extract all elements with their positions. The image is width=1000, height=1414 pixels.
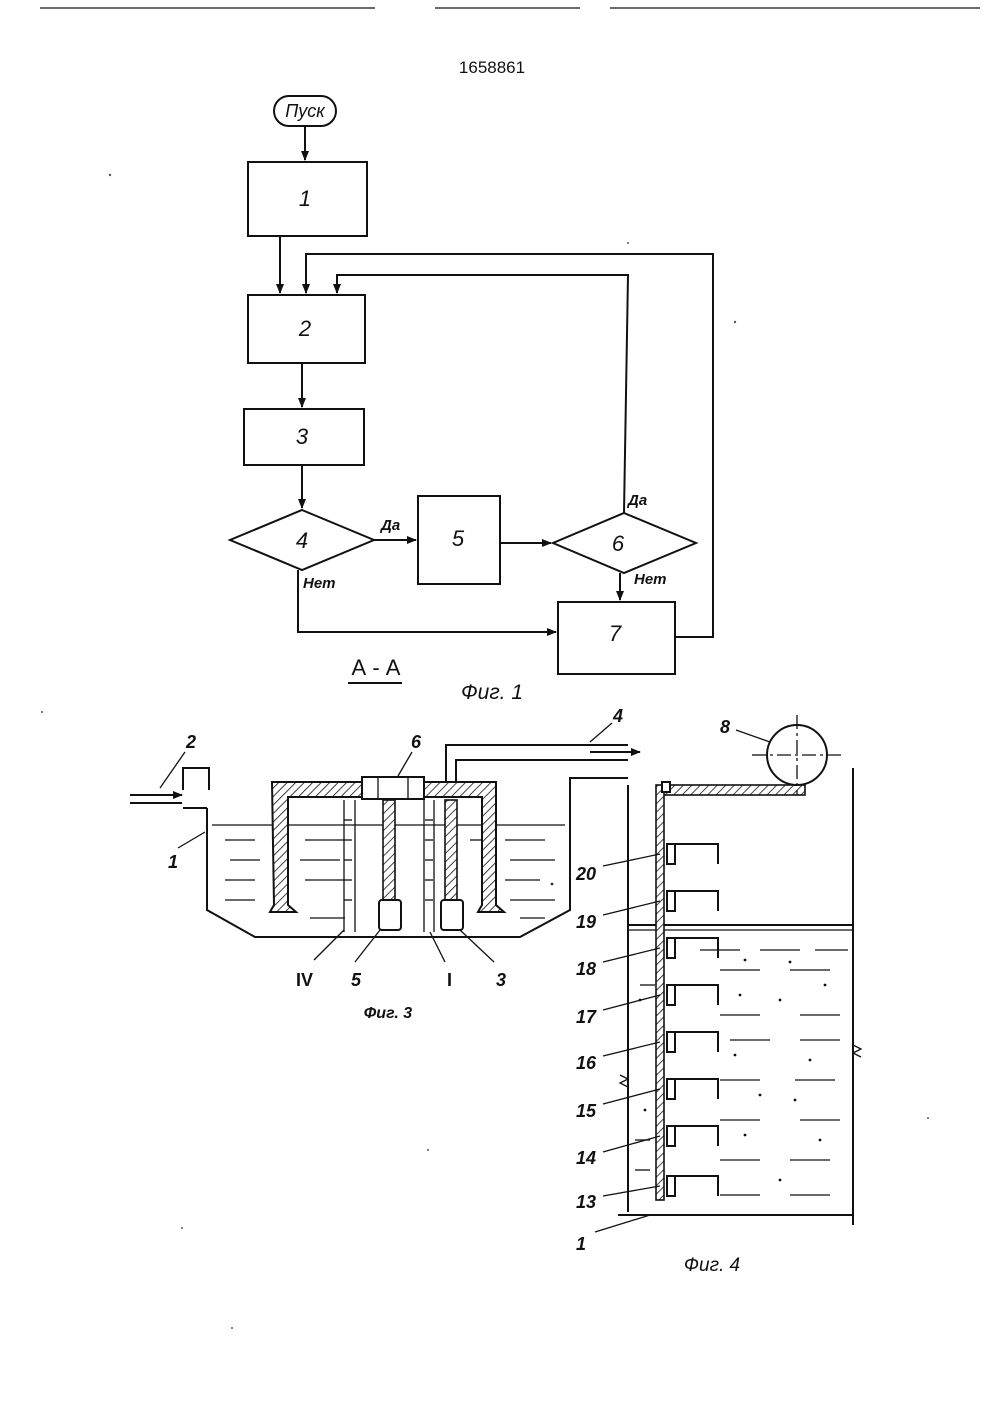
block-7-label: 7 <box>609 621 622 646</box>
block-1: 1 <box>248 162 367 236</box>
rod-3 <box>445 800 457 900</box>
start-terminal: Пуск <box>274 96 336 126</box>
fig4-label-18: 18 <box>576 959 596 979</box>
inlet-leader <box>160 752 185 788</box>
decision-4-no-label: Нет <box>303 575 336 592</box>
drum-8 <box>752 715 842 795</box>
fig3-label-3: 3 <box>496 970 506 990</box>
fig3-label-I: I <box>447 970 452 990</box>
figure-1-flowchart: Пуск 1 2 3 4 Да 5 <box>230 96 713 704</box>
fig4-label-16: 16 <box>576 1053 597 1073</box>
figure-1-caption: Фиг. 1 <box>461 681 523 704</box>
figure-4-level-gauge: 8 20 19 18 17 16 15 14 13 1 Фиг. 4 <box>575 715 861 1276</box>
fig4-label-20: 20 <box>575 864 596 884</box>
decision-6-yes-label: Да <box>626 492 647 509</box>
figure-3-caption: Фиг. 3 <box>364 1005 412 1022</box>
document-number: 1658861 <box>459 58 525 77</box>
fig3-label-1: 1 <box>168 852 178 872</box>
coupling-leader <box>398 752 412 776</box>
arrow-6-yes-to-2 <box>337 275 628 513</box>
sensor-5 <box>379 900 401 930</box>
start-label: Пуск <box>285 101 326 121</box>
block-3-label: 3 <box>296 424 309 449</box>
decision-4: 4 <box>230 510 374 570</box>
decision-6-no-label: Нет <box>634 571 667 588</box>
rod-cap <box>662 782 670 792</box>
fig3-label-IV: IV <box>296 970 313 990</box>
drum-leader <box>736 730 770 742</box>
block-3: 3 <box>244 409 364 465</box>
fig3-label-6: 6 <box>411 732 422 752</box>
fig4-label-1: 1 <box>576 1234 586 1254</box>
decision-6-label: 6 <box>612 531 625 556</box>
fig3-label-5: 5 <box>351 970 362 990</box>
block-2-label: 2 <box>298 316 311 341</box>
block-7: 7 <box>558 602 675 674</box>
block-2: 2 <box>248 295 365 363</box>
rod-5 <box>383 800 395 900</box>
fig4-label-13: 13 <box>576 1192 596 1212</box>
fig4-label-14: 14 <box>576 1148 596 1168</box>
figure-4-caption: Фиг. 4 <box>684 1255 740 1276</box>
support-arm <box>663 785 805 795</box>
tank-wall <box>207 778 628 937</box>
sensor-3 <box>441 900 463 930</box>
fig4-label-19: 19 <box>576 912 596 932</box>
sensor-rod <box>656 785 664 1200</box>
break-mark-right <box>853 1045 861 1057</box>
decision-4-label: 4 <box>296 528 308 553</box>
sensor-brackets <box>667 844 718 1196</box>
block-1-label: 1 <box>299 186 311 211</box>
inlet-pipe <box>183 768 209 790</box>
figure-3-tank: 1 2 3 4 5 6 IV I Фиг. 3 <box>130 706 640 1022</box>
decision-4-yes-label: Да <box>379 517 400 534</box>
outlet-leader <box>590 723 612 742</box>
section-label: А - А <box>352 655 401 680</box>
break-mark-left <box>620 1075 628 1087</box>
coupling-6 <box>362 777 424 799</box>
fig4-label-17: 17 <box>576 1007 597 1027</box>
block-5: 5 <box>418 496 500 584</box>
decision-6: 6 <box>553 513 696 573</box>
fig3-label-2: 2 <box>185 732 196 752</box>
fig3-label-4: 4 <box>612 706 623 726</box>
fig4-label-8: 8 <box>720 717 730 737</box>
block-5-label: 5 <box>452 526 465 551</box>
fig4-label-15: 15 <box>576 1101 597 1121</box>
